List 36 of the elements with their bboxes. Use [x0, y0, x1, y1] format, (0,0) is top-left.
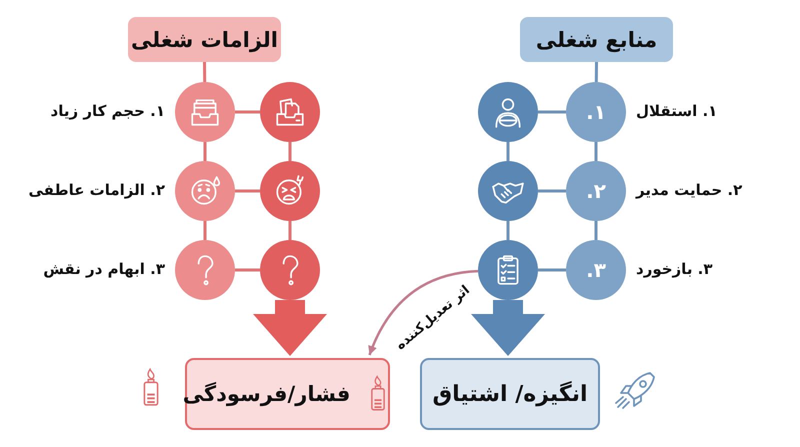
block-arrow [253, 300, 327, 356]
number-text: ۲. [586, 179, 606, 203]
connector-line [204, 142, 206, 161]
item-label: ۲. الزامات عاطفی [28, 181, 165, 199]
item-label: ۳. بازخورد [636, 260, 713, 278]
item-label: ۱. حجم کار زیاد [50, 102, 165, 120]
connector-line [204, 221, 206, 240]
item-label: ۱. استقلال [636, 102, 718, 120]
connector-line [235, 190, 260, 192]
heading-text: منابع شغلی [536, 28, 658, 52]
connector-line [594, 142, 598, 161]
connector-line [538, 268, 566, 272]
connector-line [506, 142, 510, 161]
item-label: ۲. حمایت مدیر [636, 181, 742, 199]
curved-arrow [368, 270, 478, 356]
connector-line [203, 62, 206, 82]
heading-box [520, 17, 673, 62]
connector-line [538, 190, 566, 192]
item-label: ۳. ابهام در نقش [43, 260, 165, 278]
connector-line [288, 221, 292, 240]
outcome-box [185, 358, 390, 430]
connector-line [235, 110, 260, 114]
outcome-text: انگیزه/ اشتیاق [432, 382, 588, 406]
connector-line [288, 142, 292, 161]
heading-box [128, 17, 281, 62]
number-text: ۳. [586, 258, 606, 282]
heading-text: الزامات شغلی [131, 28, 278, 52]
connector-line [538, 110, 566, 114]
connector-line [235, 268, 260, 272]
connector-line [594, 221, 598, 240]
outcome-text: فشار/فرسودگی [182, 382, 350, 406]
connector-line [594, 62, 598, 82]
number-text: ۱. [586, 100, 606, 124]
connector-line [506, 221, 510, 240]
block-arrow [471, 300, 545, 356]
outcome-box [420, 358, 600, 430]
